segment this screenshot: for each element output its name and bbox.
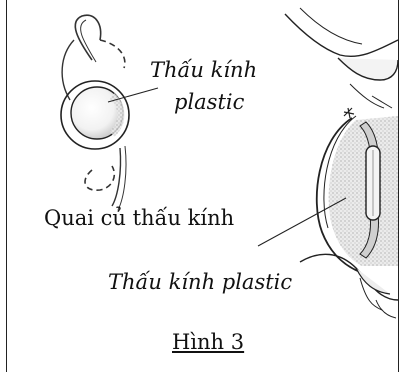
- upper-lid-fold: [338, 58, 398, 80]
- upper-haptic-dashed: [100, 40, 125, 68]
- lens-label-line2: plastic: [174, 92, 244, 113]
- suture: [344, 108, 354, 118]
- upper-haptic: [75, 15, 100, 60]
- figure-caption: Hình 3: [172, 332, 244, 353]
- lower-haptic: [112, 148, 121, 206]
- left-haptic: [62, 40, 74, 100]
- lens-figure: [61, 15, 158, 210]
- lens-in-eye-label: Thấu kính plastic: [108, 272, 292, 293]
- lens-label-line1: Thấu kính: [150, 60, 257, 81]
- haptic-label: Quai củ thấu kính: [44, 208, 234, 229]
- upper-eyelid: [285, 14, 398, 56]
- lower-haptic-dashed: [85, 166, 114, 190]
